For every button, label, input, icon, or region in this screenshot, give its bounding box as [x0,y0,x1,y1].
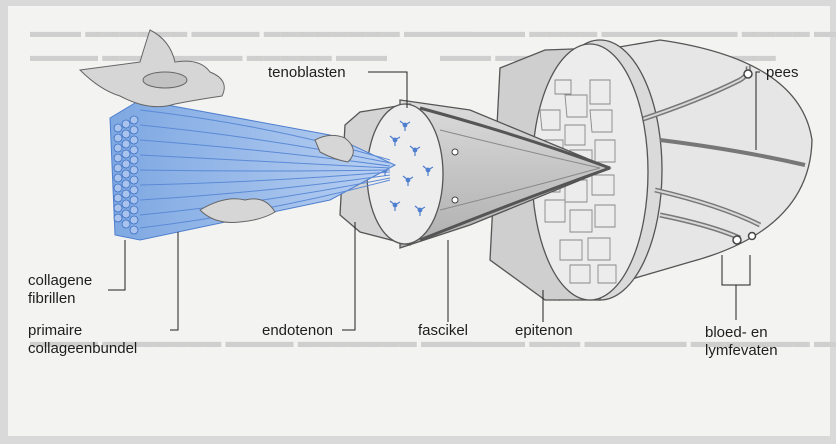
label-endotenon: endotenon [262,322,333,340]
label-primaire-collageenbundel-2: collageenbundel [28,340,137,358]
label-collagene-fibrillen-2: fibrillen [28,290,76,308]
label-pees: pees [766,64,799,82]
label-primaire-collageenbundel-1: primaire [28,322,82,340]
label-fascikel: fascikel [418,322,468,340]
label-tenoblasten: tenoblasten [268,64,346,82]
label-bloed-lymfevaten-2: lymfevaten [705,342,778,360]
label-bloed-lymfevaten-1: bloed- en [705,324,768,342]
label-collagene-fibrillen-1: collagene [28,272,92,290]
label-epitenon: epitenon [515,322,573,340]
